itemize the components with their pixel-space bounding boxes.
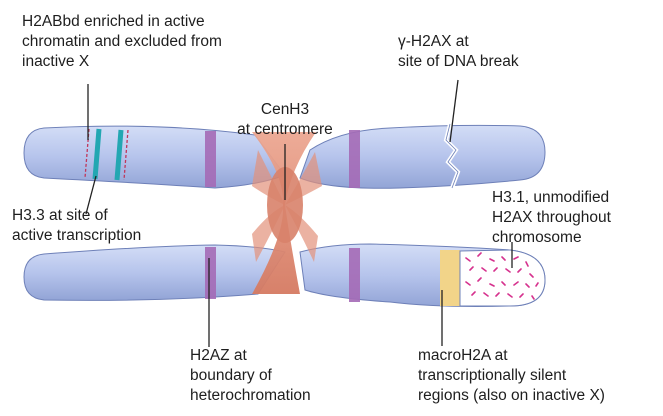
lower-right-arm <box>299 243 546 307</box>
h2az-band-lower-left <box>205 247 216 299</box>
label-macroh2a: macroH2A at transcriptionally silent reg… <box>418 346 605 406</box>
label-macroh2a-line2: transcriptionally silent <box>418 367 567 384</box>
label-h2az-line3: heterochromation <box>190 387 311 404</box>
lower-left-arm <box>23 244 286 301</box>
label-cenh3-line2: at centromere <box>237 121 333 138</box>
label-h2abbd-line2: chromatin and excluded from <box>22 33 222 50</box>
label-macroh2a-line1: macroH2A at <box>418 347 508 364</box>
macroh2a-band <box>440 250 460 306</box>
label-gamma-h2ax: γ-H2AX at site of DNA break <box>398 32 519 72</box>
label-cenh3-line1: CenH3 <box>260 101 310 118</box>
label-h31-line3: chromosome <box>492 229 582 246</box>
h33-band-left <box>92 128 124 181</box>
label-h2abbd-line3: inactive X <box>22 53 90 70</box>
label-h31: H3.1, unmodified H2AX throughout chromos… <box>492 188 611 248</box>
label-h33-line1: H3.3 at site of <box>12 207 108 224</box>
label-macroh2a-line3: regions (also on inactive X) <box>418 387 605 404</box>
h2az-band-lower-right <box>349 248 360 302</box>
label-gamma-h2ax-line1: γ-H2AX at <box>398 33 469 50</box>
label-h33-line2: active transcription <box>12 227 142 244</box>
h31-dots-region <box>459 249 546 307</box>
h2az-band-upper-left <box>205 131 216 187</box>
label-h2az-line1: H2AZ at <box>190 347 247 364</box>
label-h2abbd: H2ABbd enriched in active chromatin and … <box>22 12 222 72</box>
label-h2abbd-line1: H2ABbd enriched in active <box>22 13 205 30</box>
h2az-band-upper-right <box>349 130 360 188</box>
label-gamma-h2ax-line2: site of DNA break <box>398 53 519 70</box>
label-h31-line2: H2AX throughout <box>492 209 611 226</box>
h2abbd-dash-line <box>84 128 129 181</box>
centromere <box>252 132 322 294</box>
leader-h33 <box>85 175 97 215</box>
label-h33: H3.3 at site of active transcription <box>12 206 141 246</box>
label-cenh3: CenH3 at centromere <box>225 100 345 140</box>
upper-right-arm <box>299 123 546 189</box>
upper-left-arm <box>23 125 286 189</box>
h31-dots <box>465 252 539 300</box>
label-h2az-line2: boundary of <box>190 367 272 384</box>
label-h2az: H2AZ at boundary of heterochromation <box>190 346 311 406</box>
leader-gamma-h2ax <box>449 79 459 143</box>
leader-lines <box>85 79 513 347</box>
label-h31-line1: H3.1, unmodified <box>492 189 610 206</box>
